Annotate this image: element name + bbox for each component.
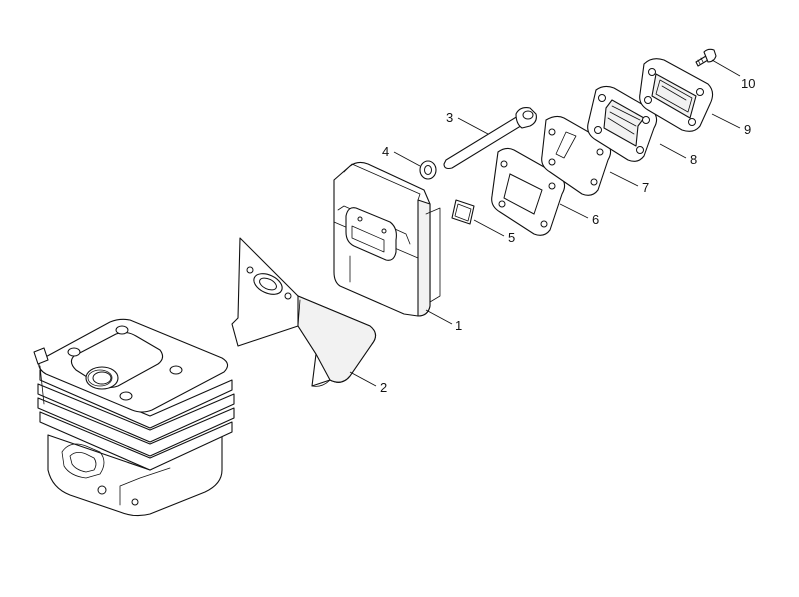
leader-2 xyxy=(349,371,377,387)
callout-2: 2 xyxy=(380,380,387,395)
part-3-bolt xyxy=(443,107,537,170)
leader-7 xyxy=(609,171,639,187)
cylinder-block xyxy=(33,318,235,517)
callout-3: 3 xyxy=(446,110,453,125)
part-10-screw xyxy=(695,48,717,67)
leader-8 xyxy=(659,143,687,159)
leader-4 xyxy=(393,151,421,167)
callout-5: 5 xyxy=(508,230,515,245)
part-5-plate xyxy=(451,199,475,225)
leader-10 xyxy=(711,59,741,77)
callout-10: 10 xyxy=(741,76,755,91)
part-6-gasket xyxy=(491,147,566,236)
callout-4: 4 xyxy=(382,144,389,159)
part-4-washer xyxy=(419,160,437,180)
leader-1 xyxy=(425,309,453,325)
leader-3 xyxy=(457,117,489,135)
callout-7: 7 xyxy=(642,180,649,195)
leader-9 xyxy=(711,113,741,129)
leader-5 xyxy=(473,219,505,237)
part-1-muffler xyxy=(333,161,441,317)
callout-8: 8 xyxy=(690,152,697,167)
callout-1: 1 xyxy=(455,318,462,333)
part-2-heat-shield xyxy=(231,237,377,387)
callout-9: 9 xyxy=(744,122,751,137)
callout-6: 6 xyxy=(592,212,599,227)
callout-labels: 1 2 3 4 5 6 7 8 9 10 xyxy=(380,76,755,395)
leader-lines xyxy=(349,59,741,387)
part-8-flange xyxy=(587,85,658,162)
part-9-cover xyxy=(639,58,714,132)
leader-6 xyxy=(559,203,589,219)
